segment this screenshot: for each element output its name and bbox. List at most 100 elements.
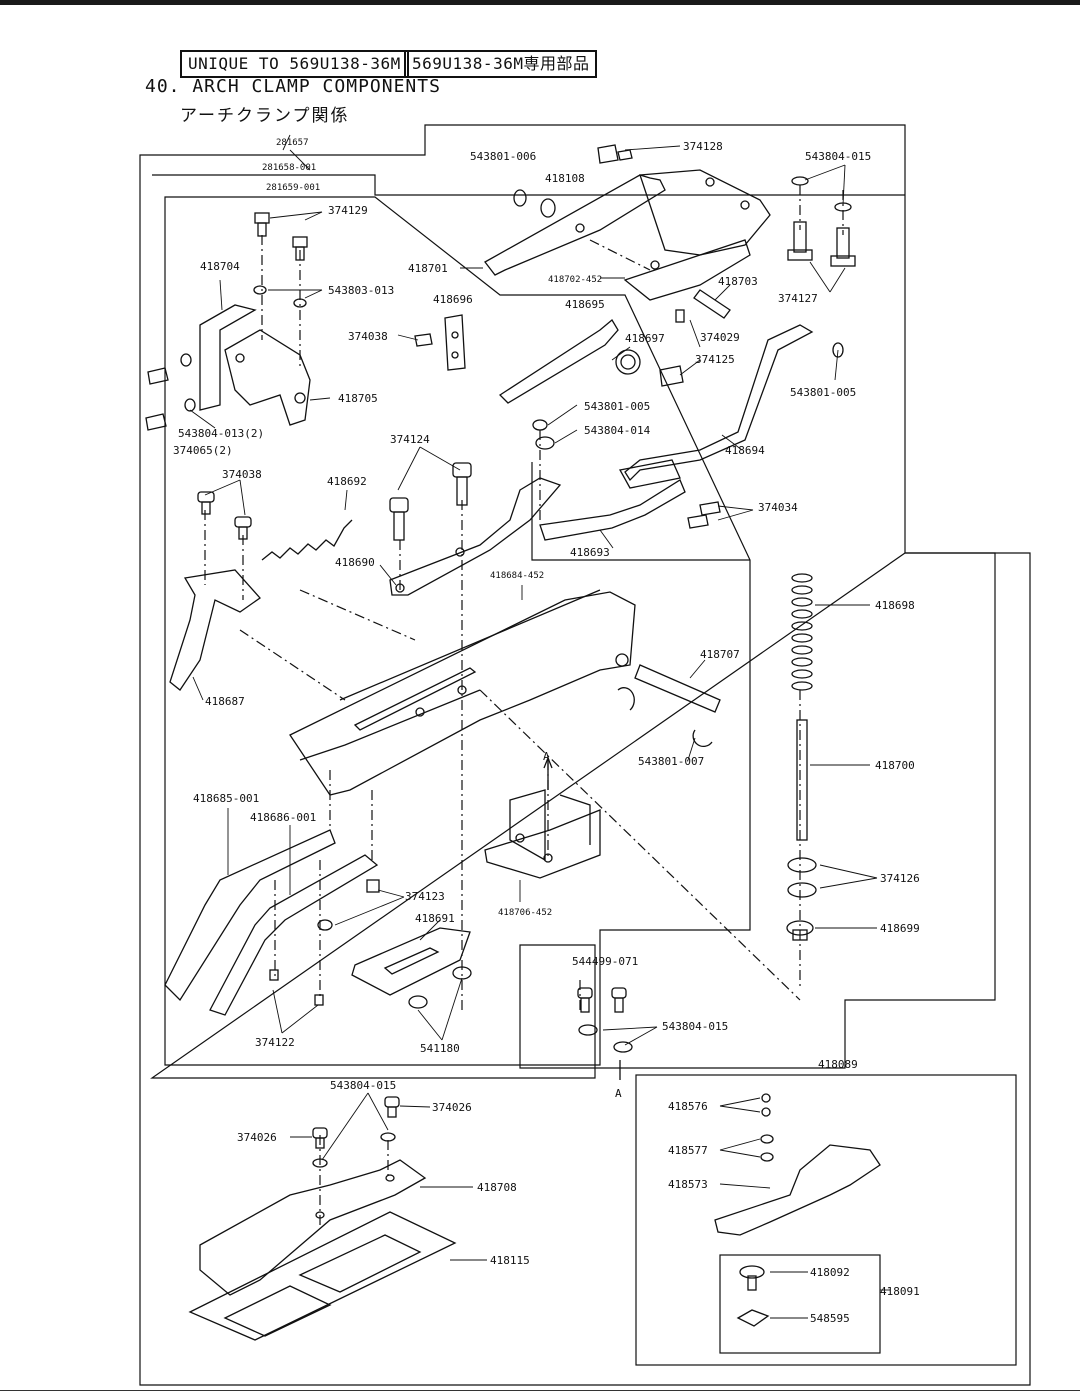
- label-418701: 418701: [408, 262, 448, 275]
- label-418706-452: 418706-452: [498, 908, 552, 918]
- hole: [457, 685, 467, 695]
- part-374065-screw-2: [145, 413, 167, 431]
- label-543804-015-c: 543804-015: [330, 1079, 396, 1092]
- label-374026-b: 374026: [237, 1131, 277, 1144]
- part-374026-shaft-1: [387, 1106, 397, 1118]
- part-374123-a: [366, 879, 380, 893]
- label-418699: 418699: [880, 922, 920, 935]
- unique-label: UNIQUE TO 569U138-36M: [188, 54, 401, 73]
- part-418707: [634, 664, 721, 713]
- part-418692-spring: [261, 519, 353, 561]
- hole: [615, 653, 629, 667]
- part-418694-rod: [624, 324, 814, 482]
- label-418708: 418708: [477, 1181, 517, 1194]
- label-418089: 418089: [818, 1058, 858, 1071]
- hole: [315, 1211, 325, 1219]
- spring-inner: [620, 354, 636, 370]
- label-374129: 374129: [328, 204, 368, 217]
- outline-281658: [150, 174, 996, 1079]
- part-374124-shaft-2: [456, 476, 468, 506]
- label-543801-006: 543801-006: [470, 150, 536, 163]
- leader-lines: [189, 134, 890, 1319]
- part-418690: [389, 477, 562, 596]
- part-543801-005: [832, 342, 844, 358]
- part-374038-screw: [414, 333, 433, 347]
- hole: [455, 547, 465, 557]
- part-418699-stem: [792, 929, 808, 941]
- part-374124-head-2: [452, 462, 472, 478]
- part-418684-452-body: [289, 591, 636, 796]
- part-418691: [351, 927, 471, 996]
- part-418704: [199, 304, 257, 411]
- part-418701-lever: [484, 174, 666, 276]
- label-541180: 541180: [420, 1042, 460, 1055]
- part-418687: [169, 569, 261, 691]
- label-418702-452: 418702-452: [548, 275, 602, 285]
- label-374126: 374126: [880, 872, 920, 885]
- part-374129-head-2: [292, 236, 308, 248]
- outline-418089: [635, 1074, 1017, 1366]
- assembly-lines: [204, 185, 844, 1225]
- label-548595: 548595: [810, 1312, 850, 1325]
- washer: [180, 353, 192, 367]
- part-543801-007-b: [692, 729, 713, 748]
- part-541180-nut-1: [408, 995, 428, 1009]
- hole: [543, 853, 553, 863]
- part-418693-slot: [618, 459, 681, 489]
- part-374065-screw-1: [147, 367, 169, 385]
- label-374038-a: 374038: [348, 330, 388, 343]
- part-374029: [675, 309, 685, 323]
- washer: [578, 1024, 598, 1036]
- label-374029: 374029: [700, 331, 740, 344]
- label-418693: 418693: [570, 546, 610, 559]
- part-418684-452-edges: [299, 589, 601, 761]
- label-374123: 374123: [405, 890, 445, 903]
- washer: [834, 202, 852, 212]
- part-374126-nut-1: [787, 857, 817, 873]
- label-ref-a-1: A: [543, 750, 550, 763]
- label-543801-007: 543801-007: [638, 755, 704, 768]
- part-418684-452-slot: [353, 667, 477, 731]
- label-543801-005-b: 543801-005: [584, 400, 650, 413]
- part-418698-spring: [791, 573, 813, 691]
- unique-label-box: UNIQUE TO 569U138-36M: [180, 50, 409, 78]
- washer: [380, 1132, 396, 1142]
- label-418108: 418108: [545, 172, 585, 185]
- part-374124-shaft-1: [393, 511, 405, 541]
- label-418115: 418115: [490, 1254, 530, 1267]
- part-544499-071-shaft-1: [580, 997, 590, 1013]
- label-374124: 374124: [390, 433, 430, 446]
- part-374127-head-1: [787, 249, 813, 261]
- label-281659-001: 281659-001: [266, 183, 320, 193]
- label-418707: 418707: [700, 648, 740, 661]
- part-374126-nut-2: [787, 882, 817, 898]
- unique-label-jp-box: 569U138-36M専用部品: [404, 50, 598, 78]
- label-543803-013: 543803-013: [328, 284, 394, 297]
- label-374122: 374122: [255, 1036, 295, 1049]
- label-418576: 418576: [668, 1100, 708, 1113]
- outline-inner-1: [531, 462, 750, 561]
- hole: [451, 351, 459, 359]
- part-418092-head: [739, 1265, 765, 1279]
- label-418092: 418092: [810, 1266, 850, 1279]
- label-374065-2: 374065(2): [173, 444, 233, 457]
- part-544499-071-head-2: [611, 987, 627, 999]
- part-374123-b: [317, 919, 333, 931]
- label-543804-015-b: 543804-015: [662, 1020, 728, 1033]
- part-543801-006: [513, 189, 527, 207]
- label-374026-a: 374026: [432, 1101, 472, 1114]
- outline-281657: [139, 124, 1031, 1386]
- label-418690: 418690: [335, 556, 375, 569]
- label-418684-452: 418684-452: [490, 571, 544, 581]
- part-374034-screws: [687, 501, 721, 529]
- part-418576-a: [761, 1093, 771, 1103]
- part-418576-b: [761, 1107, 771, 1117]
- hole: [415, 707, 425, 717]
- section-title: 40. ARCH CLAMP COMPONENTS: [145, 76, 441, 97]
- ref-arrowhead-a-1: [543, 756, 553, 769]
- hole: [575, 223, 585, 233]
- part-374026-head-1: [384, 1096, 400, 1108]
- part-374127-screw-1: [793, 221, 807, 253]
- part-418577-b: [760, 1152, 774, 1162]
